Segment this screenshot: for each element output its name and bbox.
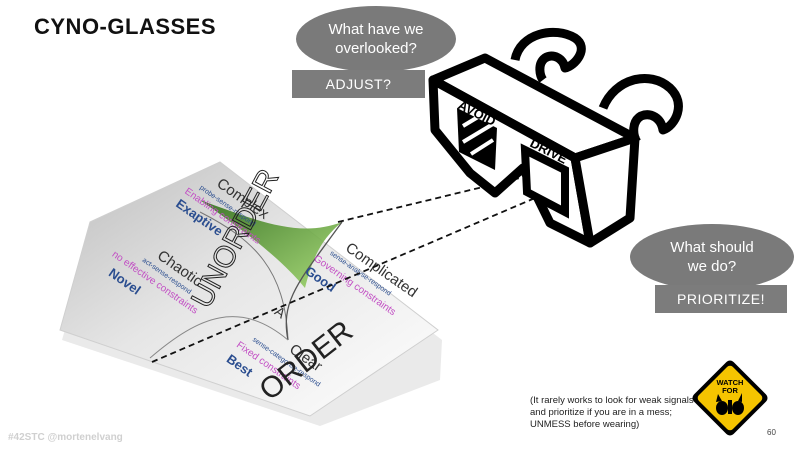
watch-for-sign-icon: WATCH FOR xyxy=(692,360,768,436)
bubble-top-line2: overlooked? xyxy=(335,40,417,57)
creature-silhouette-icon xyxy=(716,393,744,415)
speech-bubble-what-to-do: What should we do? xyxy=(630,224,794,290)
wearing-note: (It rarely works to look for weak signal… xyxy=(530,395,694,430)
sign-line2: FOR xyxy=(722,386,738,395)
page-number: 60 xyxy=(767,428,776,437)
bubble-right-line2: we do? xyxy=(687,258,737,275)
sign-line1: WATCH xyxy=(717,378,744,387)
speech-bubble-overlooked: What have we overlooked? xyxy=(296,6,456,72)
page-title: CYNO-GLASSES xyxy=(34,14,217,39)
green-leaf-shape xyxy=(200,200,342,288)
bubble-top-line1: What have we xyxy=(328,21,424,38)
footer-hashtag: #42STC @mortenelvang xyxy=(8,432,123,443)
adjust-label: ADJUST? xyxy=(292,70,425,98)
cynefin-framework-illustration: Complex probe-sense-respond Enabling con… xyxy=(59,161,442,426)
bubble-right-line1: What should xyxy=(670,239,754,256)
3d-glasses-icon: AVOID DRIVE xyxy=(428,27,683,248)
left-lens xyxy=(457,108,497,170)
prioritize-label: PRIORITIZE! xyxy=(655,285,787,313)
right-lens xyxy=(520,143,569,219)
